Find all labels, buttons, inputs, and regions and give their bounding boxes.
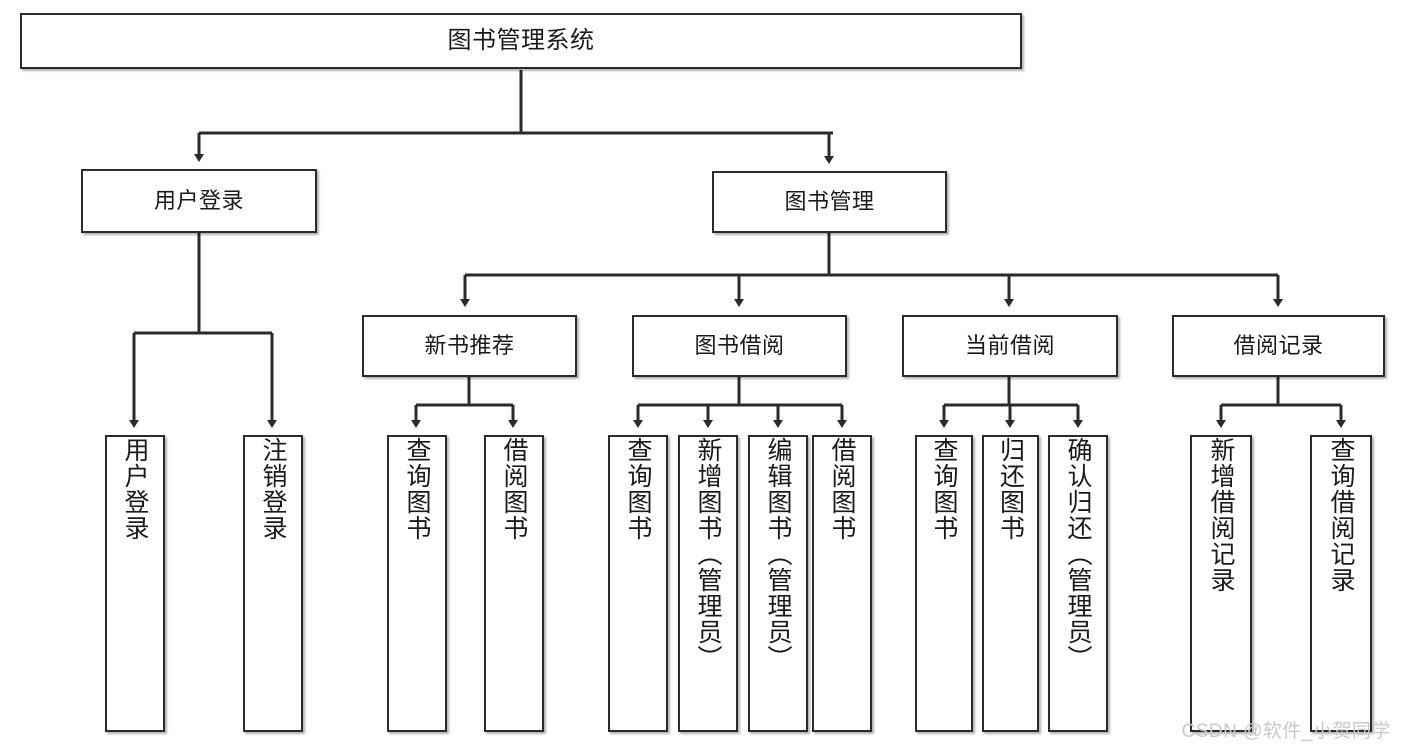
leaf-query-book-borrow[interactable]: 查询图书 xyxy=(608,435,668,732)
leaf-add-borrow-record[interactable]: 新增借阅记录 xyxy=(1190,435,1252,732)
node-label: 查询图书 xyxy=(930,437,958,541)
leaf-borrow-book[interactable]: 借阅图书 xyxy=(812,435,872,732)
node-new-book-recommend[interactable]: 新书推荐 xyxy=(362,315,577,377)
leaf-borrow-book-recommend[interactable]: 借阅图书 xyxy=(484,435,544,732)
leaf-add-book[interactable]: 新增图书（管理员） xyxy=(678,435,738,732)
node-label: 用户登录 xyxy=(153,187,244,213)
leaf-logout[interactable]: 注销登录 xyxy=(243,435,303,732)
leaf-query-borrow-record[interactable]: 查询借阅记录 xyxy=(1310,435,1372,732)
leaf-edit-book[interactable]: 编辑图书（管理员） xyxy=(748,435,808,732)
csdn-watermark: CSDN @软件_小贺同学 xyxy=(1181,721,1391,742)
node-label: 借阅图书 xyxy=(500,437,528,541)
node-user-login[interactable]: 用户登录 xyxy=(81,169,317,233)
node-label: 图书管理系统 xyxy=(447,26,595,54)
leaf-confirm-return[interactable]: 确认归还（管理员） xyxy=(1048,435,1108,732)
node-label: 注销登录 xyxy=(259,437,287,541)
node-current-borrow[interactable]: 当前借阅 xyxy=(902,315,1118,377)
node-label: 图书管理 xyxy=(784,188,875,214)
node-book-manage[interactable]: 图书管理 xyxy=(712,171,947,233)
node-root-system[interactable]: 图书管理系统 xyxy=(20,13,1022,69)
node-label: 查询图书 xyxy=(403,437,431,541)
node-label: 查询借阅记录 xyxy=(1327,437,1355,593)
node-borrow-record[interactable]: 借阅记录 xyxy=(1172,315,1385,377)
node-label: 当前借阅 xyxy=(964,332,1055,358)
node-label: 新增借阅记录 xyxy=(1207,437,1235,593)
node-label: 用户登录 xyxy=(121,437,149,541)
node-book-borrow[interactable]: 图书借阅 xyxy=(632,315,847,377)
node-label: 确认归还（管理员） xyxy=(1064,437,1092,671)
node-label: 图书借阅 xyxy=(694,332,785,358)
node-label: 借阅图书 xyxy=(828,437,856,541)
node-label: 编辑图书（管理员） xyxy=(764,437,792,671)
leaf-query-book-current[interactable]: 查询图书 xyxy=(915,435,973,732)
leaf-query-book-recommend[interactable]: 查询图书 xyxy=(387,435,447,732)
node-label: 新增图书（管理员） xyxy=(694,437,722,671)
leaf-user-login[interactable]: 用户登录 xyxy=(105,435,165,732)
node-label: 借阅记录 xyxy=(1233,332,1324,358)
leaf-return-book[interactable]: 归还图书 xyxy=(982,435,1039,732)
node-label: 新书推荐 xyxy=(424,332,515,358)
node-label: 归还图书 xyxy=(996,437,1025,541)
node-label: 查询图书 xyxy=(624,437,652,541)
